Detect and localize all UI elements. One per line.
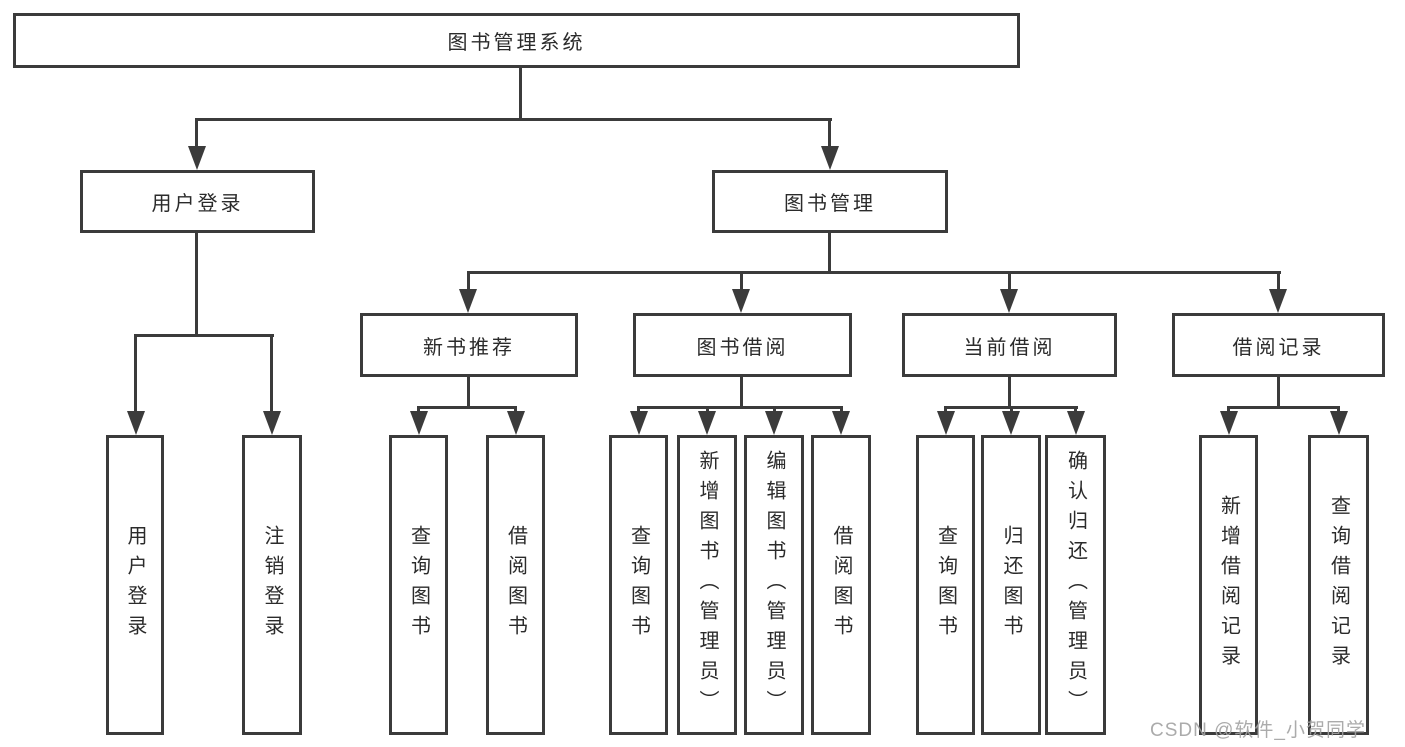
connector-line bbox=[1008, 271, 1011, 291]
node-new-book-recommendation: 新书推荐 bbox=[360, 313, 578, 377]
connector-line bbox=[195, 118, 832, 121]
connector-line bbox=[637, 406, 843, 409]
leaf-label: 查询借阅记录 bbox=[1327, 495, 1350, 675]
leaf-label: 注销登录 bbox=[261, 525, 283, 645]
arrow-down-icon bbox=[1002, 411, 1020, 435]
node-book-management: 图书管理 bbox=[712, 170, 948, 233]
connector-line bbox=[467, 271, 1281, 274]
leaf-label: 编辑图书（管理员） bbox=[763, 450, 785, 720]
csdn-watermark: CSDN @软件_小贺同学 bbox=[1150, 720, 1366, 741]
connector-line bbox=[1227, 406, 1340, 409]
connector-line bbox=[1008, 377, 1011, 409]
connector-line bbox=[195, 118, 198, 148]
arrow-down-icon bbox=[1220, 411, 1238, 435]
arrow-down-icon bbox=[188, 146, 206, 170]
arrow-down-icon bbox=[1330, 411, 1348, 435]
connector-line bbox=[417, 406, 517, 409]
connector-line bbox=[840, 406, 843, 414]
connector-line bbox=[467, 271, 470, 291]
connector-line bbox=[1277, 271, 1280, 291]
node-library-management-system: 图书管理系统 bbox=[13, 13, 1020, 68]
arrow-down-icon bbox=[1269, 289, 1287, 313]
leaf-query-books-recommend: 查询图书 bbox=[389, 435, 448, 735]
arrow-down-icon bbox=[127, 411, 145, 435]
arrow-down-icon bbox=[1000, 289, 1018, 313]
leaf-label: 用户登录 bbox=[124, 525, 146, 645]
arrow-down-icon bbox=[410, 411, 428, 435]
connector-line bbox=[740, 377, 743, 409]
leaf-borrow-books: 借阅图书 bbox=[811, 435, 871, 735]
connector-line bbox=[773, 406, 776, 414]
node-current-borrowing: 当前借阅 bbox=[902, 313, 1117, 377]
leaf-query-books-borrow: 查询图书 bbox=[609, 435, 668, 735]
connector-line bbox=[514, 406, 517, 414]
connector-line bbox=[828, 118, 831, 148]
connector-line bbox=[1337, 406, 1340, 414]
connector-line bbox=[637, 406, 640, 414]
connector-line bbox=[1227, 406, 1230, 414]
leaf-user-login: 用户登录 bbox=[106, 435, 164, 735]
connector-line bbox=[519, 68, 522, 120]
connector-line bbox=[467, 377, 470, 409]
leaf-borrow-books-recommend: 借阅图书 bbox=[486, 435, 545, 735]
leaf-label: 借阅图书 bbox=[504, 525, 527, 645]
node-book-borrowing: 图书借阅 bbox=[633, 313, 852, 377]
arrow-down-icon bbox=[832, 411, 850, 435]
arrow-down-icon bbox=[630, 411, 648, 435]
leaf-label: 查询图书 bbox=[407, 525, 430, 645]
connector-line bbox=[134, 334, 137, 414]
leaf-label: 确认归还（管理员） bbox=[1064, 450, 1087, 720]
leaf-label: 归还图书 bbox=[1000, 525, 1022, 645]
connector-line bbox=[270, 334, 273, 414]
arrow-down-icon bbox=[821, 146, 839, 170]
connector-line bbox=[740, 271, 743, 291]
connector-line bbox=[1074, 406, 1077, 414]
leaf-label: 查询图书 bbox=[627, 525, 650, 645]
arrow-down-icon bbox=[765, 411, 783, 435]
leaf-label: 查询图书 bbox=[934, 525, 957, 645]
leaf-return-books: 归还图书 bbox=[981, 435, 1041, 735]
leaf-add-borrow-record: 新增借阅记录 bbox=[1199, 435, 1258, 735]
leaf-label: 新增借阅记录 bbox=[1217, 495, 1240, 675]
leaf-logout: 注销登录 bbox=[242, 435, 302, 735]
leaf-edit-books-admin: 编辑图书（管理员） bbox=[744, 435, 804, 735]
connector-line bbox=[417, 406, 420, 414]
node-borrowing-records: 借阅记录 bbox=[1172, 313, 1385, 377]
leaf-add-books-admin: 新增图书（管理员） bbox=[677, 435, 737, 735]
connector-line bbox=[706, 406, 709, 414]
arrow-down-icon bbox=[507, 411, 525, 435]
leaf-confirm-return-admin: 确认归还（管理员） bbox=[1045, 435, 1106, 735]
connector-line bbox=[1277, 377, 1280, 409]
arrow-down-icon bbox=[937, 411, 955, 435]
leaf-query-borrow-record: 查询借阅记录 bbox=[1308, 435, 1369, 735]
node-user-login: 用户登录 bbox=[80, 170, 315, 233]
arrow-down-icon bbox=[698, 411, 716, 435]
connector-line bbox=[828, 233, 831, 274]
connector-line bbox=[944, 406, 947, 414]
leaf-label: 借阅图书 bbox=[830, 525, 852, 645]
leaf-label: 新增图书（管理员） bbox=[696, 450, 718, 720]
arrow-down-icon bbox=[1067, 411, 1085, 435]
arrow-down-icon bbox=[459, 289, 477, 313]
connector-line bbox=[134, 334, 274, 337]
arrow-down-icon bbox=[263, 411, 281, 435]
leaf-query-books-current: 查询图书 bbox=[916, 435, 975, 735]
arrow-down-icon bbox=[732, 289, 750, 313]
connector-line bbox=[1010, 406, 1013, 414]
connector-line bbox=[195, 233, 198, 337]
